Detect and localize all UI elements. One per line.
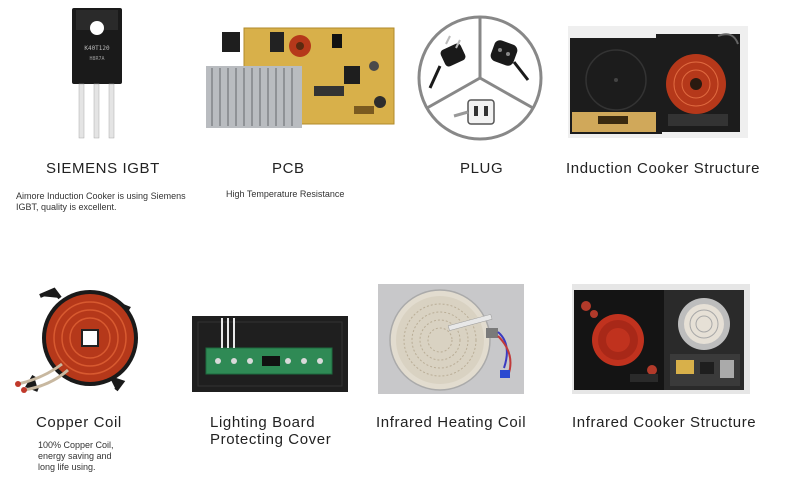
lighting-board-image — [192, 316, 348, 392]
item-title: Induction Cooker Structure — [566, 160, 761, 177]
plug-image — [416, 14, 544, 142]
svg-text:K40T120: K40T120 — [84, 45, 110, 52]
copper-coil-image — [10, 286, 138, 396]
infrared-heating-coil-image — [378, 284, 524, 394]
infrared-cooker-image — [572, 284, 750, 394]
pcb-image — [204, 26, 396, 130]
item-title: Infrared Cooker Structure — [572, 414, 757, 431]
induction-cooker-image — [568, 26, 748, 138]
svg-text:H8R7A: H8R7A — [89, 56, 104, 62]
item-title: PLUG — [460, 160, 504, 177]
item-title: Lighting Board Protecting Cover — [210, 414, 332, 448]
item-title: SIEMENS IGBT — [46, 160, 160, 177]
item-description: Aimore Induction Cooker is using Siemens… — [16, 191, 186, 212]
item-title: Infrared Heating Coil — [376, 414, 527, 431]
item-description: High Temperature Resistance — [226, 189, 345, 199]
igbt-image: K40T120 H8R7A — [66, 6, 128, 140]
item-title: PCB — [272, 160, 305, 177]
item-title: Copper Coil — [36, 414, 122, 431]
item-description: 100% Copper Coil, energy saving and long… — [38, 440, 114, 472]
